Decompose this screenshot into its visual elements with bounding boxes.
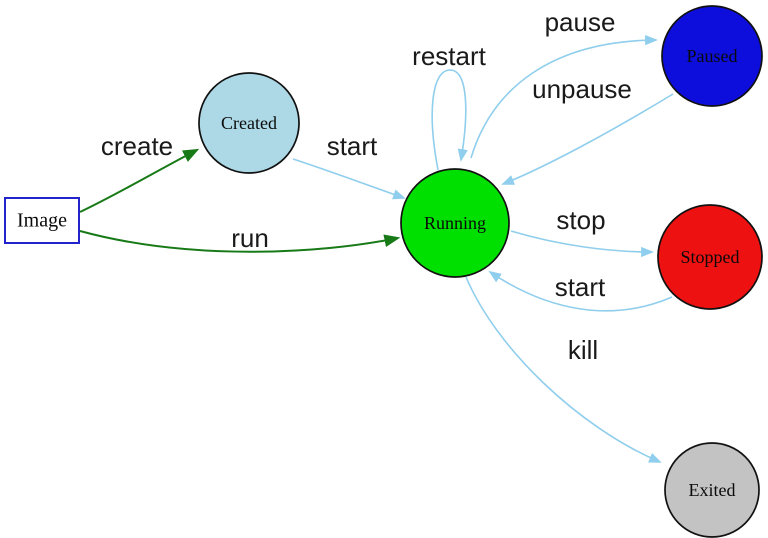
node-label-running: Running [424, 213, 486, 233]
edge-stop [510, 230, 654, 258]
node-stopped: Stopped [657, 204, 763, 310]
node-label-exited: Exited [689, 480, 736, 500]
edge-label-stop: stop [556, 205, 605, 235]
edge-label-create: create [101, 131, 173, 161]
node-created: Created [198, 72, 300, 174]
node-shape-created [198, 72, 300, 174]
node-label-created: Created [221, 113, 277, 133]
edge-pause [470, 34, 658, 159]
node-exited: Exited [664, 442, 760, 538]
edge-label-start-created-running: start [327, 131, 378, 161]
node-shape-exited [664, 442, 760, 538]
node-image: Image [4, 197, 80, 244]
node-label-image: Image [17, 210, 67, 232]
edge-unpause [501, 93, 674, 185]
edge-kill [465, 276, 662, 463]
edge-label-unpause: unpause [532, 74, 632, 104]
edge-create [79, 148, 200, 213]
edge-restart [431, 69, 468, 171]
edge-start-stopped-running [488, 270, 673, 312]
edge-labels-layer: create run start restart pause unpause stop sta… [101, 7, 632, 365]
node-shape-paused [661, 5, 763, 107]
edge-label-kill: kill [568, 335, 598, 365]
node-paused: Paused [661, 5, 763, 107]
edge-label-pause: pause [545, 7, 616, 37]
edge-label-restart: restart [412, 41, 486, 71]
node-label-stopped: Stopped [680, 247, 739, 267]
node-running: Running [400, 168, 510, 278]
node-shape-stopped [657, 204, 763, 310]
edge-run [79, 230, 401, 253]
node-shape-image [4, 197, 80, 244]
edge-label-start-stopped-running: start [555, 272, 606, 302]
edge-start-created-running [292, 158, 406, 200]
edges-layer [79, 34, 674, 463]
node-label-paused: Paused [687, 46, 738, 66]
edge-label-run: run [231, 223, 269, 253]
node-shape-running [400, 168, 510, 278]
